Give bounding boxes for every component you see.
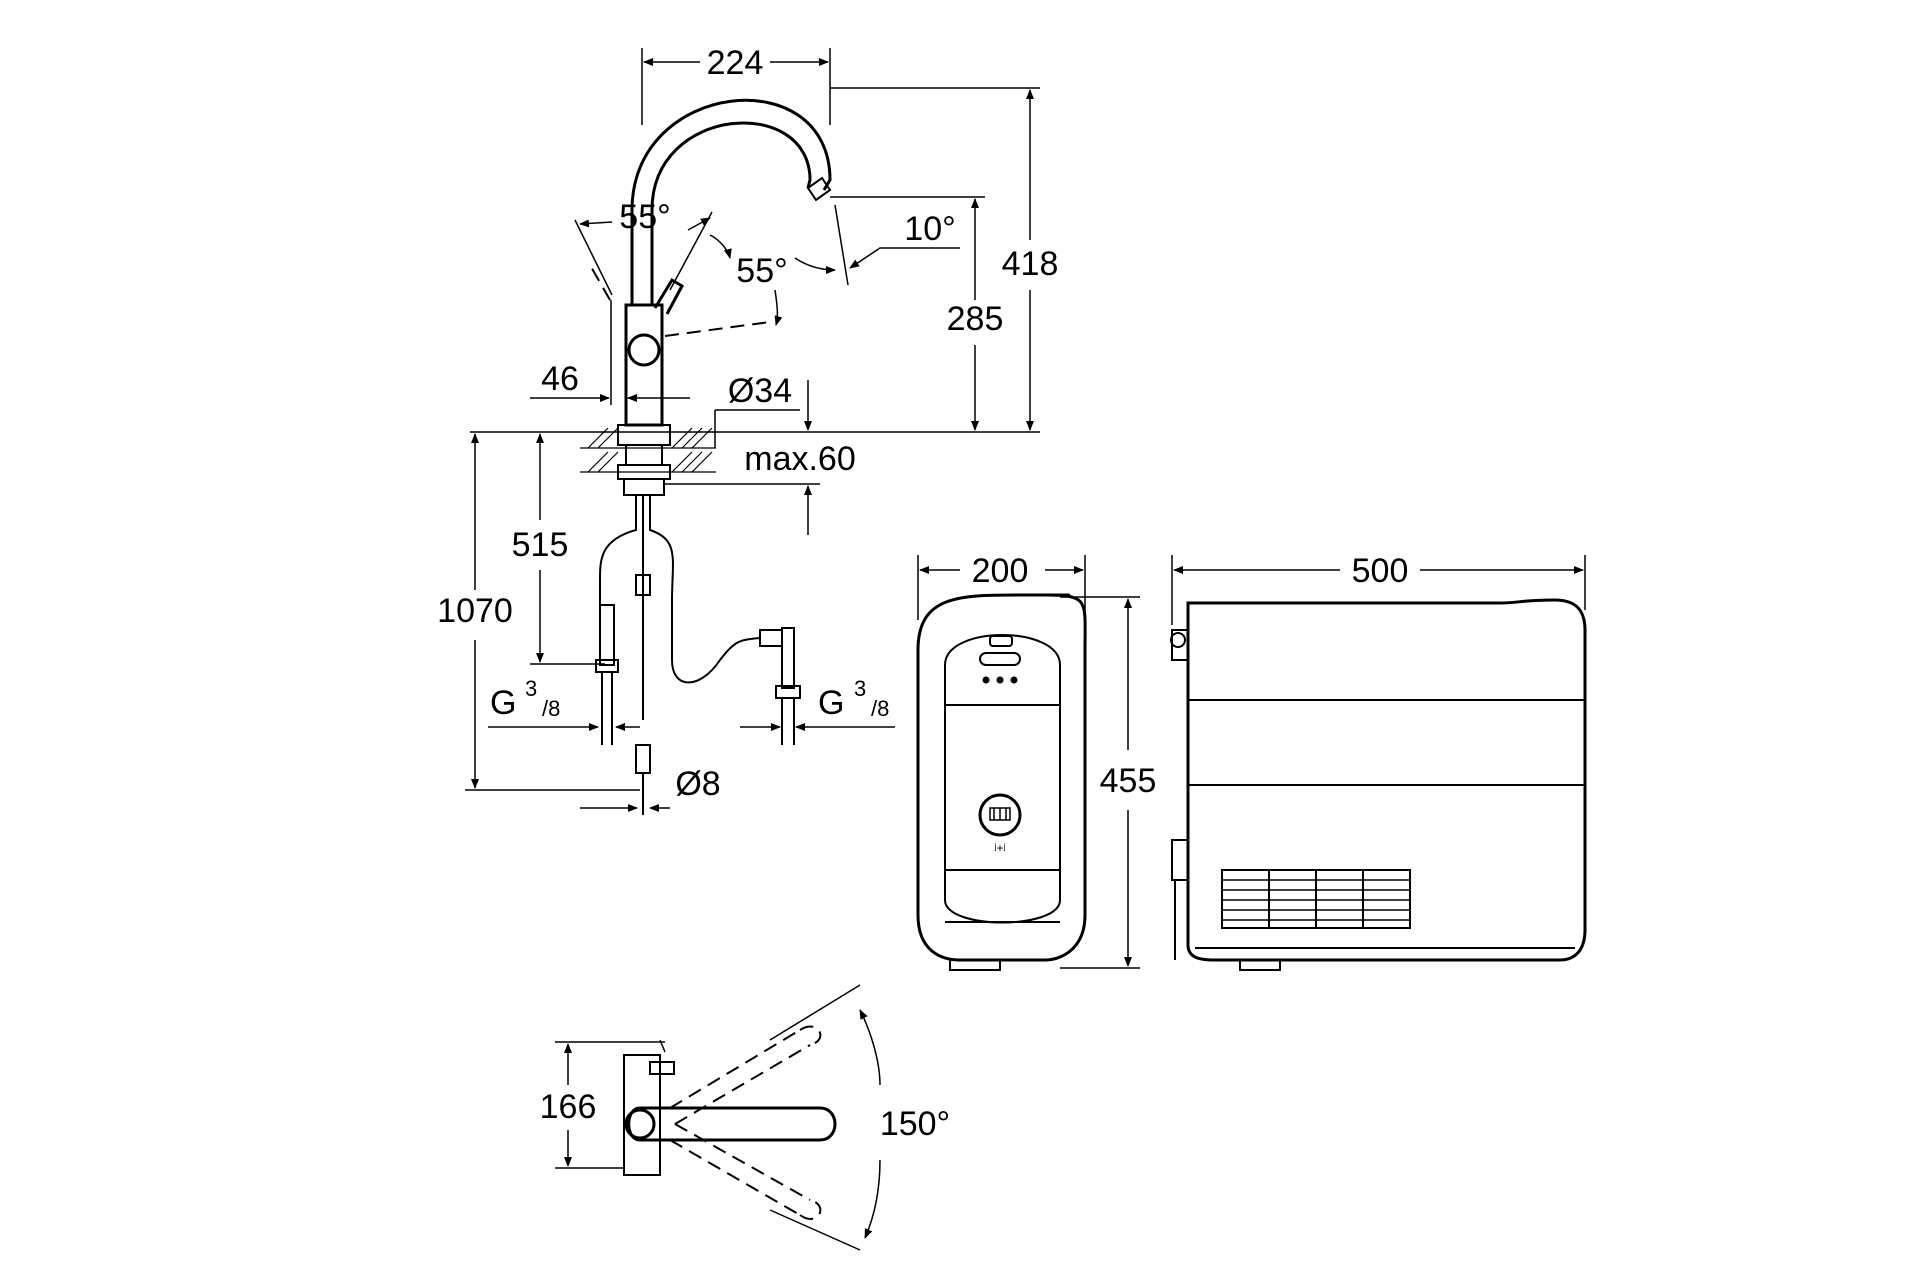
dim-hose-total: 1070 [437,592,513,630]
faucet-side-view [580,98,832,815]
dim-deck-thickness: max.60 [744,440,856,478]
dim-pipe-diameter: Ø8 [675,765,720,803]
filter-icon: ʲ+ʲ [978,793,1022,855]
svg-text:3: 3 [854,676,866,701]
t-valve-nut [775,685,801,699]
hose-left [599,495,637,605]
svg-text:ʲ+ʲ: ʲ+ʲ [994,841,1006,855]
dim-boiler-depth: 500 [1352,552,1409,590]
lever-dashed-left [589,264,611,301]
faucet-base [617,424,671,446]
dim-body-diameter: Ø34 [728,372,792,410]
indicator-dots-icon [979,635,1021,684]
boiler-dimensions: 200 500 455 [917,552,1586,969]
connector-left-nut [595,659,619,673]
faucet-top-view: 166 150° [540,984,950,1251]
dim-swivel-angle: 150° [880,1105,950,1143]
pipe-fitting-2 [635,744,651,774]
svg-text:G: G [818,684,844,722]
boiler-front-panel [944,634,1061,924]
boiler-foot [949,959,1001,971]
hose-fitting-right [759,629,783,647]
dim-spout-height: 285 [947,300,1004,338]
dim-lever-angle-right: 55° [736,252,787,290]
svg-text:3: 3 [525,676,537,701]
deck-hatch [580,427,716,473]
t-valve-body [781,627,795,689]
spout-outlet [806,176,832,202]
dim-boiler-height: 455 [1100,762,1157,800]
svg-text:G: G [490,684,516,722]
mount-bolt [623,478,665,496]
dim-top-height: 166 [540,1088,597,1126]
pipe-fitting-1 [635,574,651,596]
hose-right [649,495,761,684]
dim-connection-right: G 3 /8 [818,676,889,722]
dim-spout-tilt: 10° [904,210,955,248]
spout-inner [650,121,812,305]
svg-text:/8: /8 [542,696,560,721]
dim-lever-offset: 46 [541,360,579,398]
side-connector-top [1170,629,1189,661]
top-lever [649,1061,675,1075]
boiler-side-view [1170,598,1587,971]
dim-total-height: 418 [1002,245,1059,283]
lever-handle [653,277,684,315]
dim-spout-reach: 224 [707,44,764,82]
top-spout [627,1106,837,1142]
side-connector-power [1171,839,1189,960]
spout-outer [630,98,832,305]
dim-hose-upper: 515 [512,526,569,564]
faucet-dimensions: 224 418 285 10° 55° 55° 46 [437,44,1059,812]
connector-left [599,604,615,666]
svg-text:/8: /8 [871,696,889,721]
top-body [623,1054,661,1176]
top-spout-pivot [624,1108,656,1140]
lever-dashed-right [664,321,771,337]
side-foot [1239,959,1281,971]
boiler-side-housing [1186,598,1587,962]
vent-grille [1221,869,1411,929]
lever-hub [627,333,661,367]
boiler-front-view: ʲ+ʲ [916,593,1087,971]
dim-connection-left: G 3 /8 [490,676,560,722]
dim-boiler-width: 200 [972,552,1029,590]
dim-lever-angle-left: 55° [619,198,670,236]
